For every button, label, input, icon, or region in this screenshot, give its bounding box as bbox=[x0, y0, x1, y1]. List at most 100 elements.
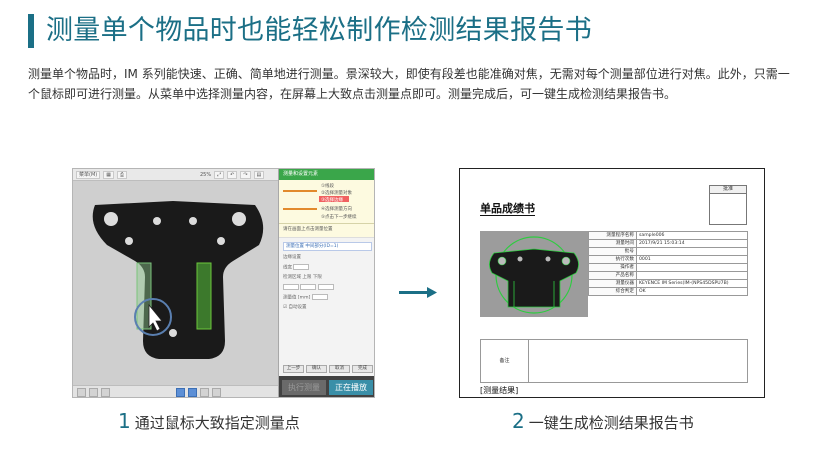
param-inputs bbox=[283, 284, 372, 291]
hole bbox=[169, 329, 177, 337]
flow-step: ③选择边缘 bbox=[321, 198, 344, 203]
right-arrow-icon bbox=[399, 287, 437, 298]
hole bbox=[189, 217, 197, 225]
view-mode-icon[interactable] bbox=[188, 388, 197, 397]
report-row-key: 执行次数 bbox=[588, 255, 637, 264]
hole bbox=[104, 212, 118, 226]
report-row-value: KEYENCE IM Series(IM-(NPS45DSPU7B) bbox=[636, 279, 748, 288]
hole bbox=[217, 237, 225, 245]
approval-stamp-box: 批准 bbox=[709, 185, 747, 225]
result-section-label: [测量结果] bbox=[480, 386, 519, 395]
caption-text: 一键生成检测结果报告书 bbox=[528, 414, 694, 432]
mouse-pointer-icon bbox=[148, 303, 163, 332]
view-icon[interactable] bbox=[101, 388, 110, 397]
measurement-software-screenshot: 菜单(M) ▦ ⎙ 25% ⤢ ↶ ↷ ▤ bbox=[72, 168, 375, 398]
cursor-highlight bbox=[134, 298, 172, 336]
param-label: 测量值 [mm] bbox=[283, 294, 372, 301]
param-input[interactable] bbox=[293, 264, 310, 270]
param-input[interactable] bbox=[300, 284, 317, 290]
cancel-button[interactable]: 取消 bbox=[329, 365, 350, 373]
measured-part-image bbox=[480, 231, 588, 317]
print-icon[interactable]: ⎙ bbox=[116, 170, 127, 179]
param-label: 检测区域 上限 下限 bbox=[283, 275, 322, 280]
caption-number: 1 bbox=[118, 409, 131, 433]
measure-region-left[interactable] bbox=[136, 262, 152, 330]
undo-icon[interactable]: ↶ bbox=[227, 170, 238, 179]
report-row-value bbox=[636, 271, 748, 280]
menu-button[interactable]: 菜单(M) bbox=[76, 170, 101, 179]
confirm-button[interactable]: 确认 bbox=[306, 365, 327, 373]
report-part-image bbox=[480, 231, 588, 317]
measurement-canvas[interactable] bbox=[73, 181, 278, 385]
instruction-note: 请在画面上点击测量位置 bbox=[279, 224, 374, 238]
flow-arrow bbox=[283, 190, 317, 192]
hole bbox=[153, 217, 161, 225]
report-row-value: OK bbox=[636, 287, 748, 296]
param-input[interactable] bbox=[317, 284, 334, 290]
report-row-value: 0001 bbox=[636, 255, 748, 264]
zoom-level: 25% bbox=[199, 171, 212, 178]
view-icon[interactable] bbox=[212, 388, 221, 397]
report-row: 产品名称 bbox=[588, 271, 748, 280]
finish-button[interactable]: 完成 bbox=[352, 365, 373, 373]
report-row-key: 测量程序名称 bbox=[588, 231, 637, 240]
fit-view-icon[interactable]: ⤢ bbox=[214, 170, 225, 179]
report-row-key: 测量时间 bbox=[588, 239, 637, 248]
save-icon[interactable]: ▦ bbox=[103, 170, 114, 179]
flow-step: ①线段 bbox=[321, 184, 335, 189]
page-description: 测量单个物品时，IM 系列能快速、正确、简单地进行测量。景深较大，即使有段差也能… bbox=[28, 67, 790, 101]
view-icon[interactable] bbox=[200, 388, 209, 397]
param-label: ☑ 自动设置 bbox=[283, 305, 307, 310]
flow-arrow bbox=[283, 208, 317, 210]
caption-number: 2 bbox=[512, 409, 525, 433]
hole bbox=[125, 237, 133, 245]
panel-buttons: 上一步 确认 取消 完成 bbox=[283, 365, 373, 373]
panel-footer: 执行测量 正在播放 bbox=[279, 376, 374, 397]
param-input[interactable] bbox=[283, 284, 299, 290]
caption-text: 通过鼠标大致指定测量点 bbox=[134, 414, 300, 432]
title-accent-bar bbox=[28, 14, 34, 48]
execute-measurement-button[interactable]: 执行测量 bbox=[282, 380, 326, 395]
flow-step: ⑤点击下一步继续 bbox=[321, 215, 357, 220]
report-row-value bbox=[636, 247, 748, 256]
report-row-key: 批号 bbox=[588, 247, 637, 256]
measurement-flow: ①线段 ②选择测量对象 ③选择边缘 ④选择测量方向 ⑤点击下一步继续 bbox=[279, 180, 374, 224]
report-row-key: 综合判定 bbox=[588, 287, 637, 296]
view-mode-icon[interactable] bbox=[176, 388, 185, 397]
view-bottom-bar bbox=[73, 385, 278, 397]
report-row: 批号 bbox=[588, 247, 748, 256]
report-row-value bbox=[636, 263, 748, 272]
param-input[interactable] bbox=[311, 294, 328, 300]
memo-label: 备注 bbox=[481, 340, 529, 382]
memo-row: 备注 bbox=[480, 339, 748, 383]
measure-region-right[interactable] bbox=[196, 262, 212, 330]
grid-icon[interactable]: ▤ bbox=[253, 170, 265, 179]
report-title: 单品成绩书 bbox=[480, 202, 535, 216]
measure-position-field[interactable]: 测量位置 中间部分(ID=1) bbox=[283, 242, 372, 251]
report-row-value: sample006 bbox=[636, 231, 748, 240]
part-image bbox=[73, 181, 278, 385]
report-row-key: 产品名称 bbox=[588, 271, 637, 280]
view-icon[interactable] bbox=[77, 388, 86, 397]
hole bbox=[232, 212, 246, 226]
flow-step: ④选择测量方向 bbox=[321, 207, 353, 212]
report-row-key: 操作者 bbox=[588, 263, 637, 272]
part-silhouette bbox=[489, 248, 579, 308]
report-row-key: 测量仪器 bbox=[588, 279, 637, 288]
playing-button[interactable]: 正在播放 bbox=[329, 380, 373, 395]
page-title: 测量单个物品时也能轻松制作检测结果报告书 bbox=[46, 15, 592, 46]
view-icon[interactable] bbox=[89, 388, 98, 397]
flow-step: ②选择测量对象 bbox=[321, 191, 353, 196]
param-label: 线宽 bbox=[283, 264, 372, 271]
redo-icon[interactable]: ↷ bbox=[240, 170, 251, 179]
prev-button[interactable]: 上一步 bbox=[283, 365, 304, 373]
